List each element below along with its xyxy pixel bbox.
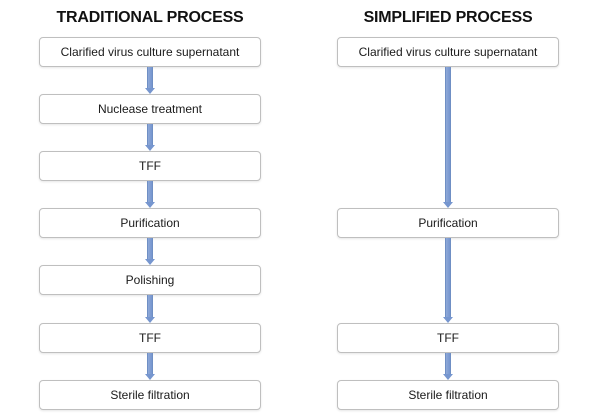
traditional-process-title: TRADITIONAL PROCESS: [56, 9, 244, 26]
simplified-step-tff: TFF: [337, 323, 559, 353]
simplified-arrow-1: [443, 67, 453, 208]
simplified-arrow-3: [443, 353, 453, 380]
simplified-step-clarified-supernatant: Clarified virus culture supernatant: [337, 37, 559, 67]
traditional-step-polishing: Polishing: [39, 265, 261, 295]
traditional-arrow-6: [145, 353, 155, 380]
simplified-step-purification: Purification: [337, 208, 559, 238]
traditional-arrow-1: [145, 67, 155, 94]
simplified-arrow-2: [443, 238, 453, 323]
traditional-step-tff-1: TFF: [39, 151, 261, 181]
traditional-arrow-4: [145, 238, 155, 265]
simplified-step-sterile-filtration: Sterile filtration: [337, 380, 559, 410]
traditional-arrow-5: [145, 295, 155, 323]
traditional-step-sterile-filtration: Sterile filtration: [39, 380, 261, 410]
simplified-process-title: SIMPLIFIED PROCESS: [363, 9, 533, 26]
traditional-step-clarified-supernatant: Clarified virus culture supernatant: [39, 37, 261, 67]
traditional-step-nuclease-treatment: Nuclease treatment: [39, 94, 261, 124]
traditional-step-tff-2: TFF: [39, 323, 261, 353]
traditional-arrow-2: [145, 124, 155, 151]
traditional-step-purification: Purification: [39, 208, 261, 238]
traditional-arrow-3: [145, 181, 155, 208]
